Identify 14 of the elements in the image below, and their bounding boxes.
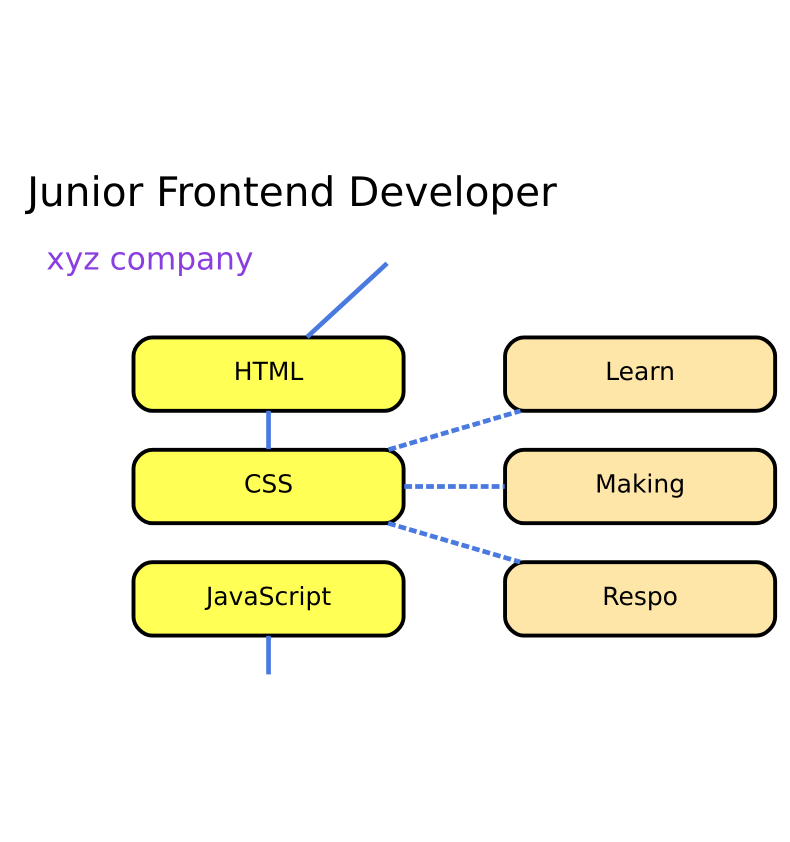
diagram-title: Junior Frontend Developer (27, 167, 557, 216)
connector (387, 520, 521, 564)
connector (388, 408, 522, 452)
connector (266, 410, 271, 449)
label: xyz company (46, 241, 254, 278)
node-box: JavaScript (132, 560, 406, 638)
connector (266, 635, 271, 674)
node-box: Respo (503, 560, 778, 638)
node-box: Making (503, 447, 778, 525)
node-box: Learn (503, 334, 778, 412)
node-box: HTML (132, 334, 406, 412)
node-box: CSS (132, 447, 406, 525)
connector (404, 484, 505, 488)
connector (305, 261, 389, 338)
